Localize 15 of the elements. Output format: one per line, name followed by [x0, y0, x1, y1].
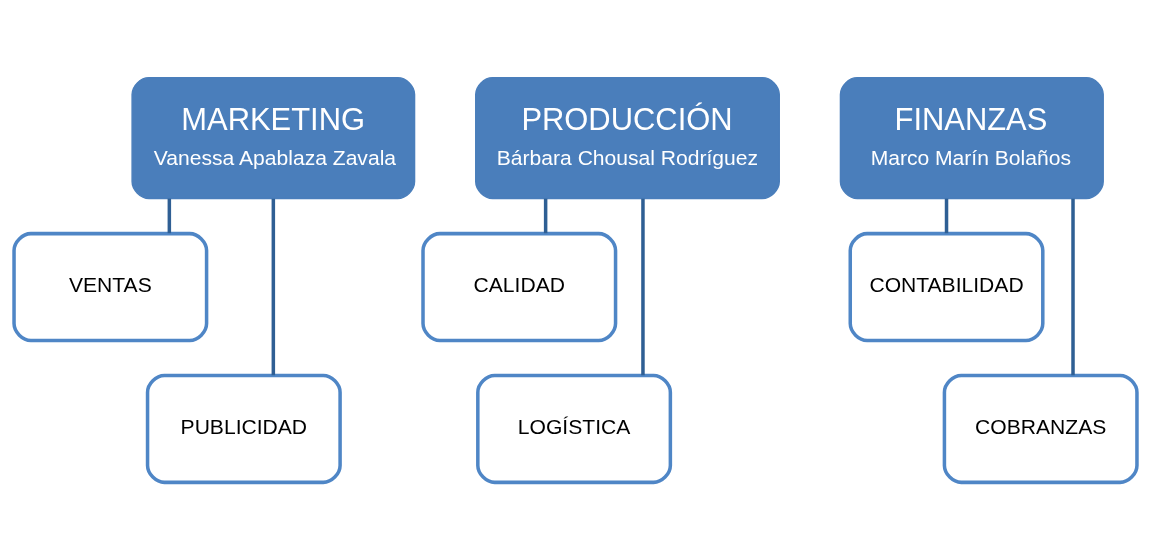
node-box: CONTABILIDAD	[848, 231, 1045, 342]
connector	[641, 198, 645, 375]
node-box: MARKETING Vanessa Apablaza Zavala	[131, 76, 416, 199]
node-box: FINANZAS Marco Marín Bolaños	[839, 76, 1104, 199]
node-box: CALIDAD	[421, 231, 618, 342]
connector	[1071, 198, 1075, 375]
connector	[167, 198, 172, 233]
connector	[543, 198, 548, 233]
node-box: COBRANZAS	[942, 373, 1139, 484]
connector	[271, 198, 276, 375]
connector	[944, 198, 949, 233]
node-box: LOGÍSTICA	[476, 373, 673, 484]
node-box: VENTAS	[12, 231, 209, 342]
node-box: PRODUCCIÓN Bárbara Chousal Rodríguez	[475, 76, 780, 199]
node-box: PUBLICIDAD	[145, 373, 342, 484]
